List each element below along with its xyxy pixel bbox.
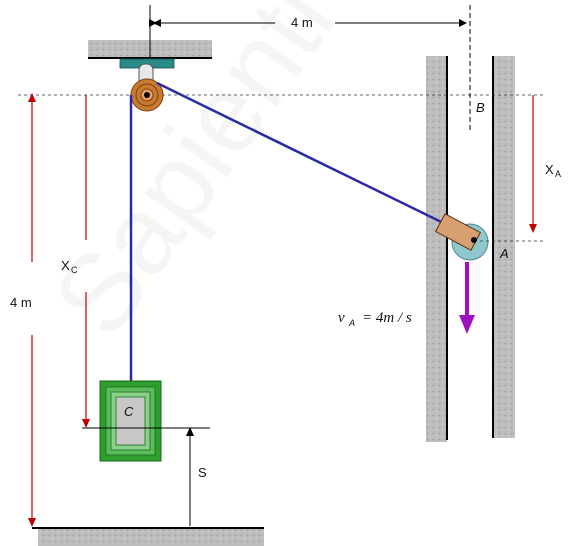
xa-subscript: A	[555, 169, 561, 179]
va-value: = 4m / s	[362, 310, 412, 326]
collar-a-pin	[471, 237, 477, 243]
left-distance-label: 4 m	[10, 295, 32, 310]
point-a-label: A	[499, 246, 509, 261]
xc-label: X	[61, 258, 70, 273]
velocity-arrow-head	[459, 315, 475, 334]
top-distance-label: 4 m	[291, 15, 313, 30]
s-label: S	[198, 465, 207, 480]
block-c-label: C	[124, 404, 134, 419]
va-subscript: A	[348, 318, 355, 328]
rope-inclined	[156, 81, 475, 240]
right-wall	[493, 56, 515, 438]
xc-subscript: C	[71, 265, 78, 275]
pulley-axle	[144, 92, 150, 98]
left-wall	[426, 56, 447, 442]
ground	[38, 529, 264, 546]
xa-label: X	[545, 162, 554, 177]
point-b-label: B	[476, 100, 485, 115]
va-label: v	[338, 310, 345, 326]
